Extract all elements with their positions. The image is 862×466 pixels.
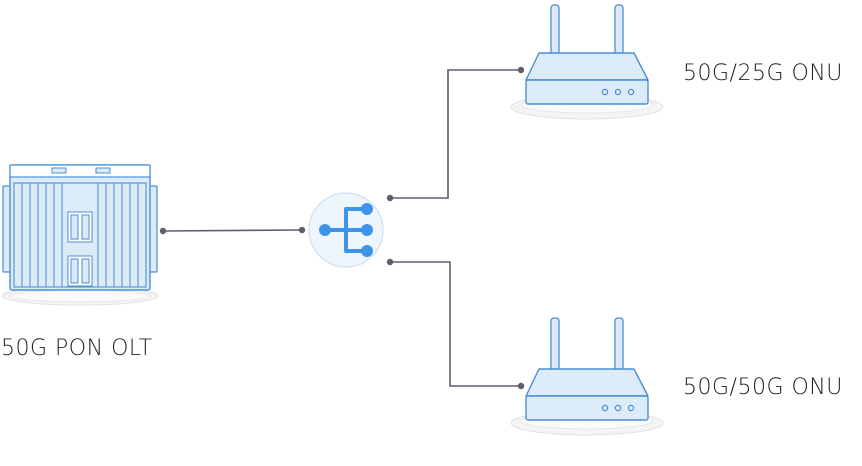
olt-to-splitter-link xyxy=(162,229,303,232)
onu-bottom-router-icon xyxy=(510,317,664,436)
olt-label: 50G PON OLT xyxy=(1,336,153,361)
link-endpoints xyxy=(159,66,525,390)
onu-top-label: 50G/25G ONU xyxy=(683,61,843,86)
onu-bottom-label: 50G/50G ONU xyxy=(683,375,843,400)
splitter-to-onu-bottom-link xyxy=(390,261,521,387)
olt-chassis-icon xyxy=(1,164,159,306)
connections xyxy=(162,69,521,387)
onu-top-router-icon xyxy=(510,4,664,120)
splitter-to-onu-top-link xyxy=(390,69,521,199)
splitter-icon xyxy=(308,192,384,268)
